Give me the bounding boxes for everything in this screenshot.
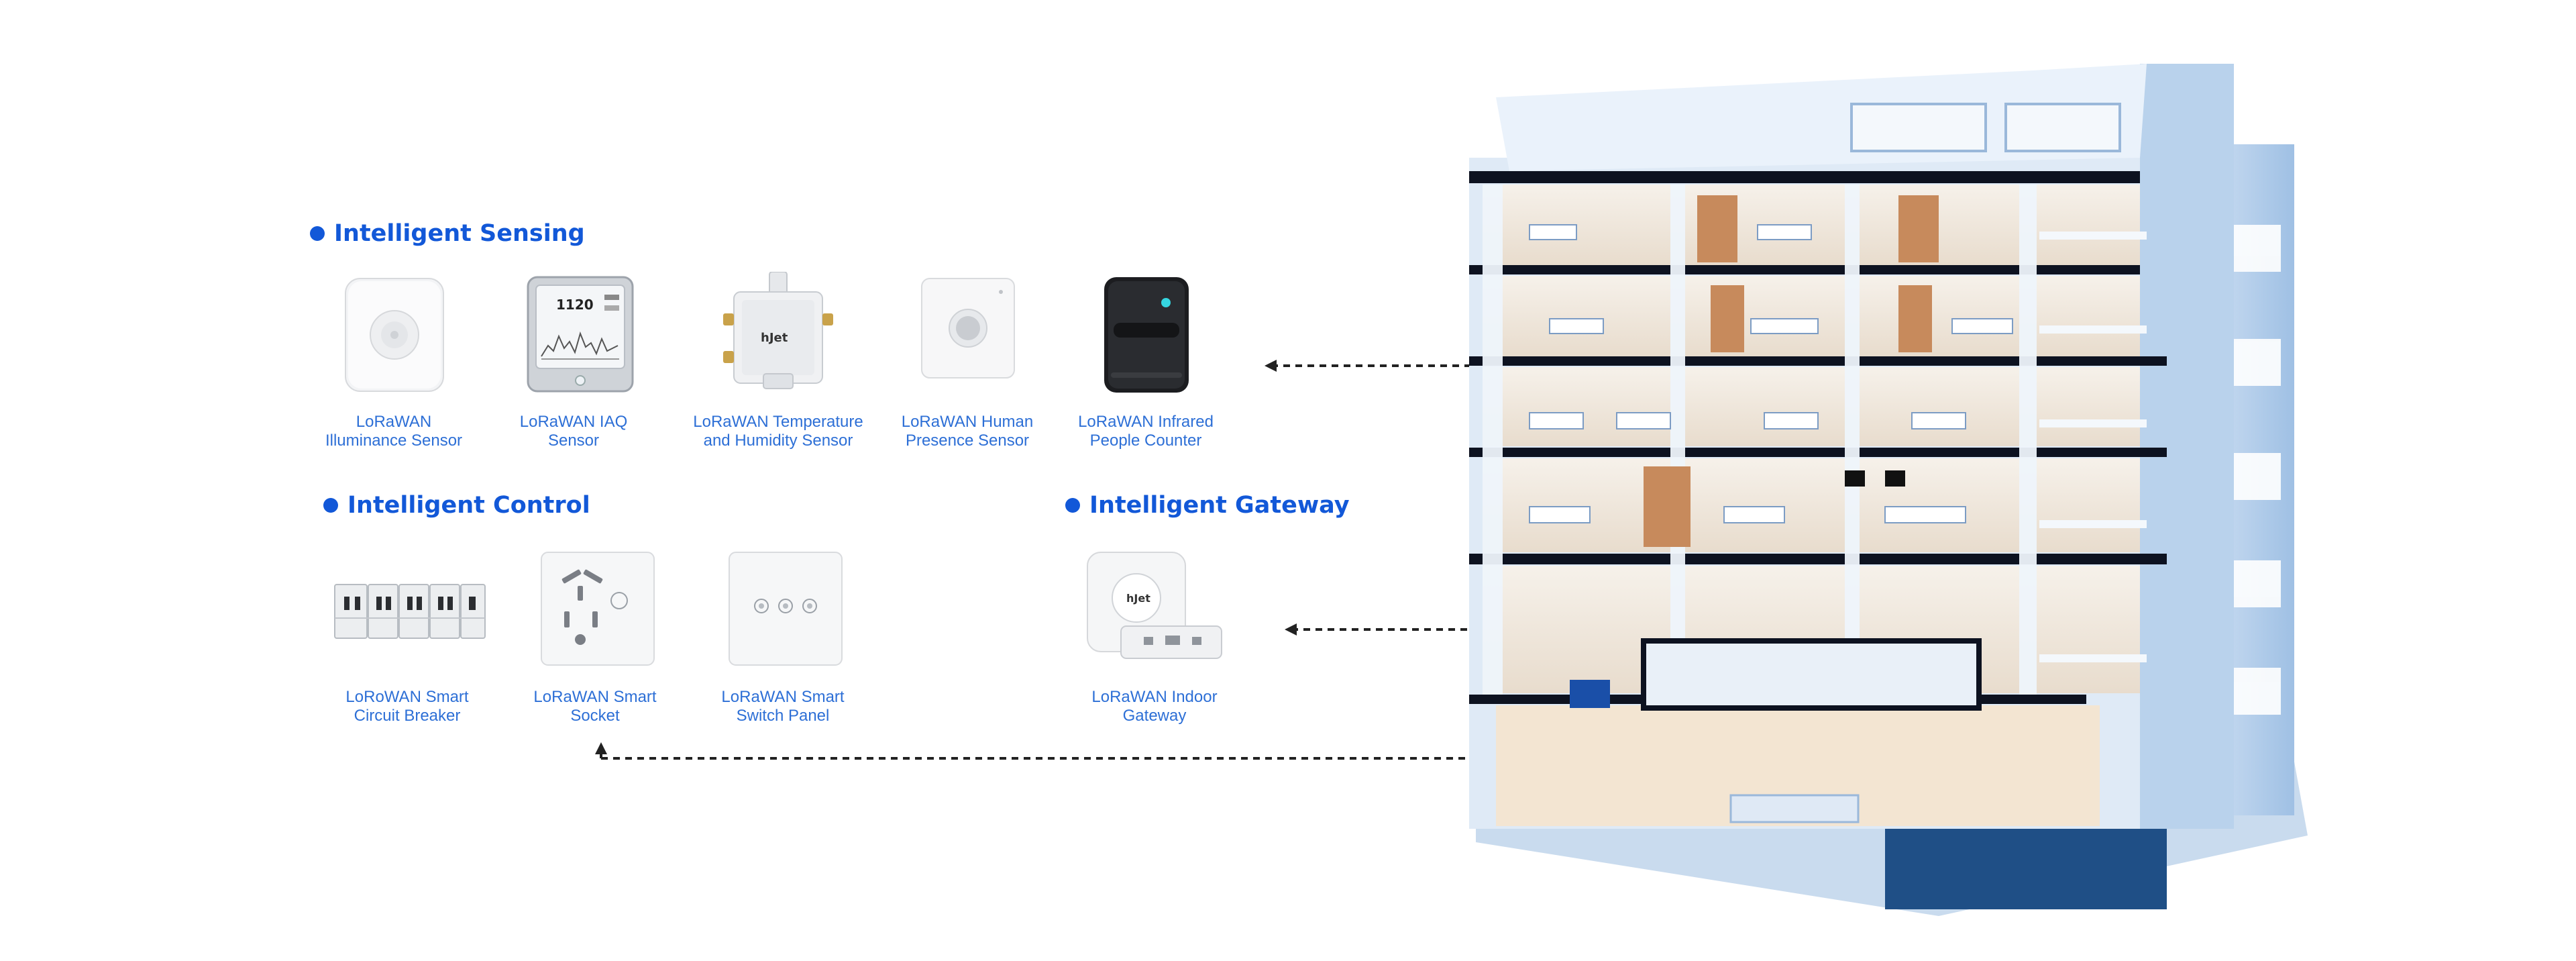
office-building-cutaway-icon: [1469, 64, 2314, 940]
section-title-sensing: Intelligent Sensing: [310, 220, 585, 247]
smart-socket-icon: [508, 547, 682, 674]
device-label: LoRaWAN Smart Socket: [533, 688, 657, 725]
iaq-screen-value: 1120: [556, 297, 594, 313]
bullet-dot: [1065, 498, 1080, 513]
device-label: LoRaWAN Illuminance Sensor: [325, 413, 463, 450]
device-presence-sensor: LoRaWAN Human Presence Sensor: [880, 272, 1055, 450]
switch-panel-icon: [696, 547, 870, 674]
illuminance-sensor-icon: [307, 272, 481, 399]
device-smart-socket: LoRaWAN Smart Socket: [508, 547, 682, 725]
bullet-dot: [310, 226, 325, 241]
device-label: LoRaWAN Infrared People Counter: [1078, 413, 1214, 450]
device-people-counter: LoRaWAN Infrared People Counter: [1059, 272, 1233, 450]
device-temperature-humidity-sensor: hJet LoRaWAN Temperature and Humidity Se…: [691, 271, 865, 450]
people-counter-icon: [1059, 272, 1233, 399]
bullet-dot: [323, 498, 338, 513]
device-brand-text: hJet: [761, 331, 788, 345]
section-title-text: Intelligent Sensing: [334, 220, 585, 247]
device-label: LoRaWAN Smart Switch Panel: [721, 688, 845, 725]
device-label: LoRoWAN Smart Circuit Breaker: [345, 688, 469, 725]
section-title-control: Intelligent Control: [323, 492, 590, 519]
device-illuminance-sensor: LoRaWAN Illuminance Sensor: [307, 272, 481, 450]
gateway-icon: hJet: [1067, 547, 1242, 674]
iaq-sensor-icon: 1120: [486, 272, 661, 399]
section-title-gateway: Intelligent Gateway: [1065, 492, 1350, 519]
section-title-text: Intelligent Control: [347, 492, 590, 519]
device-circuit-breaker: LoRoWAN Smart Circuit Breaker: [320, 547, 494, 725]
circuit-breaker-icon: [320, 547, 494, 674]
device-label: LoRaWAN Temperature and Humidity Sensor: [693, 413, 863, 450]
device-label: LoRaWAN Human Presence Sensor: [901, 413, 1034, 450]
section-title-text: Intelligent Gateway: [1089, 492, 1350, 519]
device-label: LoRaWAN IAQ Sensor: [519, 413, 628, 450]
device-indoor-gateway: hJet LoRaWAN Indoor Gateway: [1067, 547, 1242, 725]
device-label: LoRaWAN Indoor Gateway: [1091, 688, 1218, 725]
temperature-humidity-sensor-icon: hJet: [691, 271, 865, 399]
device-iaq-sensor: 1120 LoRaWAN IAQ Sensor: [486, 272, 661, 450]
presence-sensor-icon: [880, 272, 1055, 399]
device-brand-text: hJet: [1126, 592, 1150, 605]
device-switch-panel: LoRaWAN Smart Switch Panel: [696, 547, 870, 725]
